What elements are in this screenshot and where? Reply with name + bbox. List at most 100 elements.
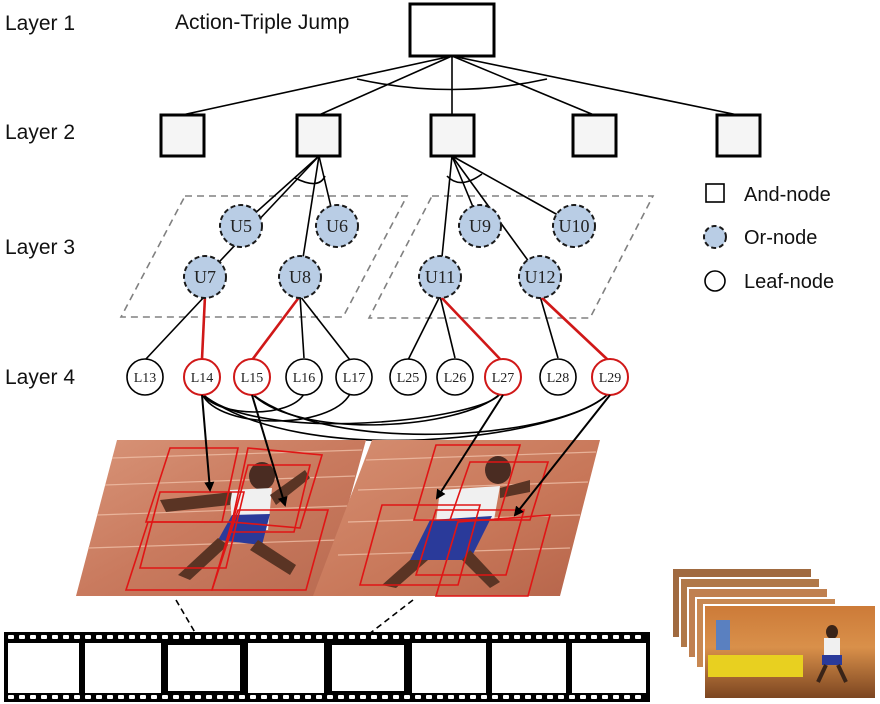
film-sprocket <box>613 695 619 699</box>
layer-label-3: Layer 3 <box>5 236 75 259</box>
leaf-node-label: L25 <box>397 371 420 386</box>
or-node-u10: U10 <box>552 204 596 248</box>
film-sprocket <box>635 695 641 699</box>
and-node-3 <box>429 113 476 158</box>
or-node-u12: U12 <box>518 255 562 299</box>
film-sprocket <box>569 695 575 699</box>
film-sprocket <box>272 695 278 699</box>
film-sprocket <box>8 695 14 699</box>
film-sprocket <box>129 635 135 639</box>
film-sprocket <box>635 635 641 639</box>
film-sprocket <box>283 635 289 639</box>
video-frame-patch-2 <box>313 440 600 597</box>
film-frame-8 <box>572 643 646 693</box>
film-sprocket <box>624 695 630 699</box>
or-node-u7: U7 <box>183 255 227 299</box>
leaf-node-l29: L29 <box>591 358 629 396</box>
film-sprocket <box>228 635 234 639</box>
film-sprocket <box>294 635 300 639</box>
film-sprocket <box>206 635 212 639</box>
film-sprocket <box>74 635 80 639</box>
legend: And-node Or-node Leaf-node <box>703 183 834 293</box>
film-sprocket <box>239 635 245 639</box>
film-sprocket <box>217 695 223 699</box>
film-sprocket <box>525 695 531 699</box>
film-sprocket <box>63 635 69 639</box>
film-sprocket <box>459 635 465 639</box>
or-node-u8: U8 <box>278 255 322 299</box>
or-group-left <box>119 195 409 318</box>
edges-layer3-4 <box>144 295 609 361</box>
film-sprocket <box>591 635 597 639</box>
leaf-node-l25: L25 <box>389 358 427 396</box>
legend-or-node: Or-node <box>744 227 817 249</box>
film-sprocket <box>118 635 124 639</box>
film-sprocket <box>415 635 421 639</box>
leaf-node-label: L26 <box>444 371 467 386</box>
film-sprocket <box>360 635 366 639</box>
film-sprocket <box>569 635 575 639</box>
film-sprocket <box>525 635 531 639</box>
film-sprocket <box>305 695 311 699</box>
film-sprocket <box>327 635 333 639</box>
film-sprocket <box>19 635 25 639</box>
film-sprocket <box>140 635 146 639</box>
and-node-legend-icon <box>705 183 725 203</box>
film-sprocket <box>206 695 212 699</box>
film-sprocket <box>426 695 432 699</box>
film-sprocket <box>41 695 47 699</box>
film-sprocket <box>426 635 432 639</box>
or-node-u6: U6 <box>315 204 359 248</box>
and-node-1 <box>159 113 206 158</box>
leaf-node-label: L29 <box>599 371 622 386</box>
film-sprocket <box>250 635 256 639</box>
film-sprocket <box>602 635 608 639</box>
leaf-node-l16: L16 <box>285 358 323 396</box>
leaf-node-l27: L27 <box>484 358 522 396</box>
film-sprocket <box>338 635 344 639</box>
film-sprocket <box>184 695 190 699</box>
patch-connector-1 <box>175 599 201 642</box>
layer-label-1: Layer 1 <box>5 12 75 35</box>
leaf-node-l17: L17 <box>335 358 373 396</box>
diagram-title: Action-Triple Jump <box>175 11 349 34</box>
leaf-node-l13: L13 <box>126 358 164 396</box>
leaf-node-label: L14 <box>191 371 214 386</box>
film-sprocket <box>492 695 498 699</box>
film-sprocket <box>316 695 322 699</box>
or-node-label: U6 <box>326 216 348 236</box>
leaf-node-l15: L15 <box>233 358 271 396</box>
and-node-5 <box>715 113 762 158</box>
or-node-legend-icon <box>703 225 727 249</box>
leaf-node-l26: L26 <box>436 358 474 396</box>
film-sprocket <box>547 695 553 699</box>
part-boxes-2 <box>358 444 552 597</box>
film-sprocket <box>503 695 509 699</box>
film-sprocket <box>294 695 300 699</box>
film-sprocket <box>140 695 146 699</box>
film-frame-6 <box>412 643 486 693</box>
film-sprocket <box>261 695 267 699</box>
film-sprocket <box>393 695 399 699</box>
edges-layer1-2 <box>181 55 739 116</box>
or-node-label: U10 <box>559 216 590 236</box>
or-node-label: U9 <box>469 216 491 236</box>
film-sprocket <box>107 695 113 699</box>
or-node-label: U8 <box>289 267 311 287</box>
film-sprocket <box>481 695 487 699</box>
video-frame-stack <box>671 567 877 700</box>
film-sprocket <box>41 635 47 639</box>
film-sprocket <box>448 695 454 699</box>
film-sprocket <box>217 635 223 639</box>
film-sprocket <box>129 695 135 699</box>
part-boxes-1 <box>124 447 330 591</box>
film-sprocket <box>151 635 157 639</box>
film-sprocket <box>316 635 322 639</box>
film-sprocket <box>459 695 465 699</box>
leaf-to-part-arrows <box>201 394 611 517</box>
film-sprocket <box>305 635 311 639</box>
legend-and-node: And-node <box>744 184 831 206</box>
leaf-node-legend-icon <box>704 270 726 292</box>
film-sprocket <box>52 635 58 639</box>
